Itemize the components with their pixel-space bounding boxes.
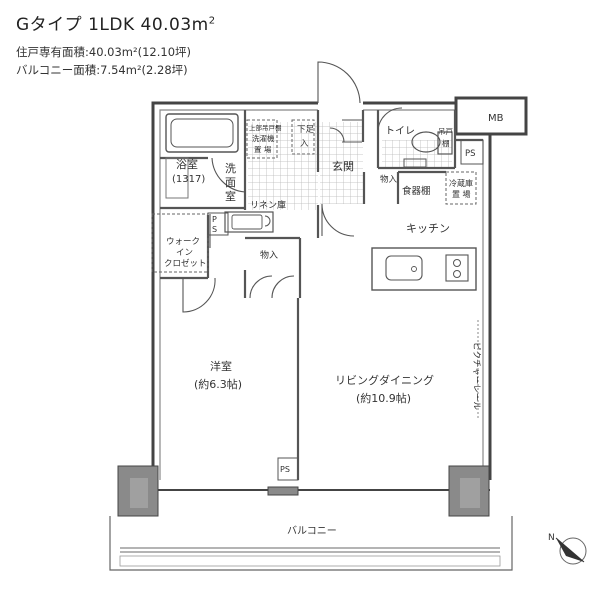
plan-title: Gタイプ 1LDK 40.03m2 — [16, 10, 216, 35]
wash-label-2: 面 — [225, 176, 236, 189]
wash-basin — [224, 211, 274, 233]
counter-label-2: 棚 — [442, 138, 450, 148]
bath-size-label: (1317) — [172, 174, 205, 185]
outer-wall-left — [151, 101, 318, 480]
entrance-floor-tile — [320, 172, 364, 204]
ldk-label: リビングダイニング — [335, 373, 434, 387]
balcony-area-text: バルコニー面積:7.54m²(2.28坪) — [16, 63, 188, 77]
cooktop — [445, 254, 469, 282]
storage-door — [249, 275, 295, 299]
western-room-size: (約6.3帖) — [194, 377, 242, 391]
closet-label-3: クロゼット — [164, 258, 207, 269]
storage-small-label: 物入 — [260, 249, 278, 261]
laundry-label-3: 置 場 — [254, 144, 272, 154]
svg-text:N: N — [548, 533, 555, 543]
balcony-outline — [109, 516, 513, 571]
ps-bottom-label: PS — [280, 465, 290, 474]
bath-door — [211, 157, 246, 193]
ldk-size-label: (約10.9帖) — [356, 391, 411, 405]
ldk-door — [321, 203, 355, 237]
wash-label-3: 室 — [225, 189, 236, 203]
laundry-label-2: 洗濯機 — [252, 133, 275, 143]
laundry-space — [246, 119, 278, 159]
western-room-label: 洋室 — [210, 359, 232, 373]
closet-label-2: イン — [176, 248, 193, 258]
shoe-label-1: 下足 — [297, 125, 315, 135]
storage-entry-label-1: 物入 — [380, 174, 398, 185]
mb-label: MB — [488, 113, 504, 124]
closet-label-1: ウォーク — [166, 237, 200, 247]
entrance-door — [317, 61, 361, 104]
kitchen-island — [371, 247, 477, 291]
toilet-bowl — [411, 131, 441, 153]
counter-label-1: 吊戸 — [438, 127, 453, 136]
laundry-label-1: 上部吊戸棚 — [249, 123, 282, 132]
plan-title-sup: 2 — [208, 15, 216, 27]
wash-label-1: 洗 — [225, 162, 236, 175]
shoe-label-2: 入 — [300, 139, 309, 149]
linen-label: リネン庫 — [250, 199, 286, 211]
ps-left-s: S — [212, 225, 217, 234]
entrance-label: 玄関 — [332, 159, 354, 173]
fridge-label-1: 冷蔵庫 — [449, 178, 473, 188]
kitchen-label: キッチン — [406, 222, 450, 235]
cupboard-label: 食器棚 — [402, 185, 431, 197]
fridge-label-2: 置 場 — [452, 189, 471, 199]
bath-label: 浴室 — [176, 157, 198, 171]
kitchen-sink — [385, 255, 423, 281]
toilet-door — [377, 107, 403, 133]
bathtub — [165, 113, 239, 153]
balcony-label: バルコニー — [287, 525, 337, 537]
plan-title-text: Gタイプ 1LDK 40.03m — [16, 15, 209, 35]
western-door — [182, 277, 216, 313]
fridge-space — [445, 171, 477, 205]
private-area-text: 住戸専有面積:40.03m²(12.10坪) — [16, 45, 192, 59]
ps-left-p: P — [212, 215, 217, 224]
ps-top-label: PS — [465, 149, 476, 159]
picture-rail-label: ピクチャーレール — [471, 342, 481, 410]
toilet-label: トイレ — [385, 126, 415, 137]
north-arrow-icon: N — [548, 533, 587, 565]
